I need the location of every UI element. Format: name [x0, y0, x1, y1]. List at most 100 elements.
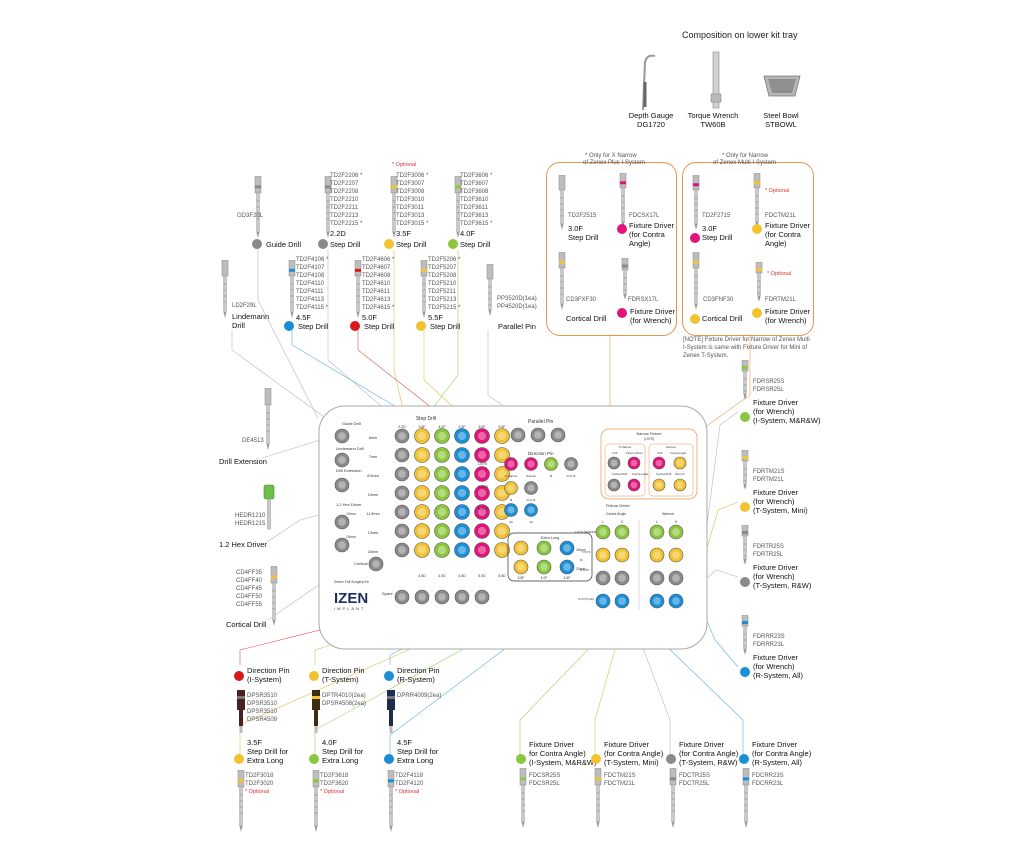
drill-instrument-icon	[312, 770, 320, 832]
footnote-text: Zenex T-System.	[683, 353, 729, 359]
lower-tray-title: Composition on lower kit tray	[682, 30, 798, 40]
drill-instrument-icon	[486, 264, 494, 316]
tray-hole-inner	[417, 469, 427, 479]
tray-label: Spare	[382, 591, 393, 596]
code-text: PP3520D(1ea)	[497, 296, 537, 302]
tray-hole-inner	[672, 574, 680, 582]
drill-instrument-icon	[270, 566, 278, 626]
code-text: CD3FXF30	[566, 297, 597, 303]
code-text: LD2F29L	[232, 303, 257, 309]
tray-hole	[394, 485, 410, 501]
connector-line	[231, 330, 336, 426]
driver-label: (for Wrench)	[630, 316, 672, 325]
tray-hole-inner	[630, 459, 638, 467]
tray-label: Contra Angle	[632, 472, 649, 476]
note-title: * Only for Narrow	[722, 153, 769, 159]
tray-label: 15mm	[368, 550, 379, 554]
x-narrow-box	[546, 162, 677, 336]
driver-label: Fixture Driver	[753, 488, 799, 497]
drill-instrument-icon	[741, 615, 749, 655]
code-text: TD2F3020	[245, 781, 274, 787]
tray-hole	[649, 524, 665, 540]
code-text: FDRRR23L	[753, 642, 785, 648]
tray-hole	[414, 589, 430, 605]
tray-hole	[474, 523, 490, 539]
tray-hole-inner	[610, 459, 618, 467]
tray-hole-inner	[398, 508, 406, 516]
drill-size: 2.2D	[330, 229, 346, 238]
tray-label: Narrow	[666, 445, 677, 449]
tray-label: R & W	[527, 498, 536, 502]
drill-label: Step Drill	[396, 240, 427, 249]
tray-hole-inner	[478, 593, 486, 601]
tray-hole	[434, 447, 450, 463]
hex-driver-icon	[263, 484, 275, 530]
color-dot	[252, 239, 262, 249]
tray-hole	[334, 537, 350, 553]
drill-instrument-icon	[420, 260, 428, 318]
tray-hole-inner	[655, 481, 663, 489]
tray-hole	[454, 428, 470, 444]
tray-label: 4.5F	[458, 425, 465, 429]
code-text: CD3FNF30	[703, 297, 734, 303]
optional-note: * Optional	[245, 789, 270, 795]
tray-hole-inner	[527, 506, 535, 514]
tray-hole	[494, 428, 510, 444]
drill-instrument-icon	[324, 176, 332, 238]
lower-tray-item-name: Depth Gauge	[628, 111, 674, 120]
code-text: TD2F2515	[568, 213, 597, 219]
drill-size: 3.0F	[702, 224, 718, 233]
code-text: FDRTR25S	[753, 544, 784, 550]
drill-instrument-icon	[519, 768, 527, 828]
tray-hole-inner	[497, 450, 507, 460]
code-text: DPRR4009(2ea)	[397, 693, 442, 699]
drill-instrument-icon	[619, 173, 627, 228]
driver-label: (for Wrench)	[753, 662, 795, 671]
drill-instrument-icon	[558, 252, 566, 310]
tray-hole-inner	[599, 574, 607, 582]
code-text: TD2F3010	[396, 197, 425, 203]
tray-brand-sub: Zenex Full Surgery Kit	[334, 580, 369, 584]
driver-label: Fixture Driver	[752, 740, 798, 749]
tray-hole-inner	[417, 507, 427, 517]
code-text: TD2F5211	[428, 289, 456, 295]
tray-hole-inner	[618, 574, 626, 582]
tray-hole-inner	[398, 527, 406, 535]
tray-label: Narrow	[526, 474, 537, 478]
tray-hole-inner	[563, 563, 571, 571]
lower-tray-item-name: Torque Wrench	[687, 111, 739, 120]
tray-hole-inner	[507, 460, 515, 468]
code-text: TD2F3018	[245, 773, 274, 779]
tray-hole	[414, 466, 430, 482]
tray-hole	[595, 570, 611, 586]
tray-hole	[504, 503, 518, 517]
driver-label: (I-System, M&R&W)	[753, 416, 821, 425]
tray-hole	[334, 477, 350, 493]
code-text: TD2F5215 *	[428, 305, 461, 311]
color-dot	[752, 224, 762, 234]
tray-label: Guide Drill	[342, 421, 361, 426]
tray-label: Fixture Driver	[626, 451, 643, 455]
driver-label: (for Contra Angle)	[604, 749, 664, 758]
drill-instrument-icon	[742, 768, 750, 828]
tray-label: R-SYS	[478, 507, 489, 511]
tray-hole-inner	[618, 528, 626, 536]
code-text: FDCSX17L	[629, 213, 660, 219]
driver-label: (T-System, R&W)	[753, 581, 812, 590]
tray-hole-inner	[438, 593, 446, 601]
code-text: TD2F2206 *	[330, 173, 363, 179]
code-text: CD4FF40	[236, 578, 263, 584]
tray-hole	[595, 547, 611, 563]
driver-label: Fixture Driver	[765, 221, 811, 230]
code-text: TD2F4106 *	[296, 257, 329, 263]
code-text: TD2F2210	[330, 197, 359, 203]
tray-hole-inner	[653, 551, 661, 559]
tray-hole	[474, 504, 490, 520]
driver-label: Fixture Driver	[629, 221, 675, 230]
tray-hole	[394, 447, 410, 463]
driver-label: (for Contra Angle)	[752, 749, 812, 758]
tray-hole	[607, 456, 621, 470]
tray-label: I-SYS (M&R&W)	[575, 530, 597, 534]
color-dot	[284, 321, 294, 331]
tray-label: 2.2D	[398, 425, 406, 429]
